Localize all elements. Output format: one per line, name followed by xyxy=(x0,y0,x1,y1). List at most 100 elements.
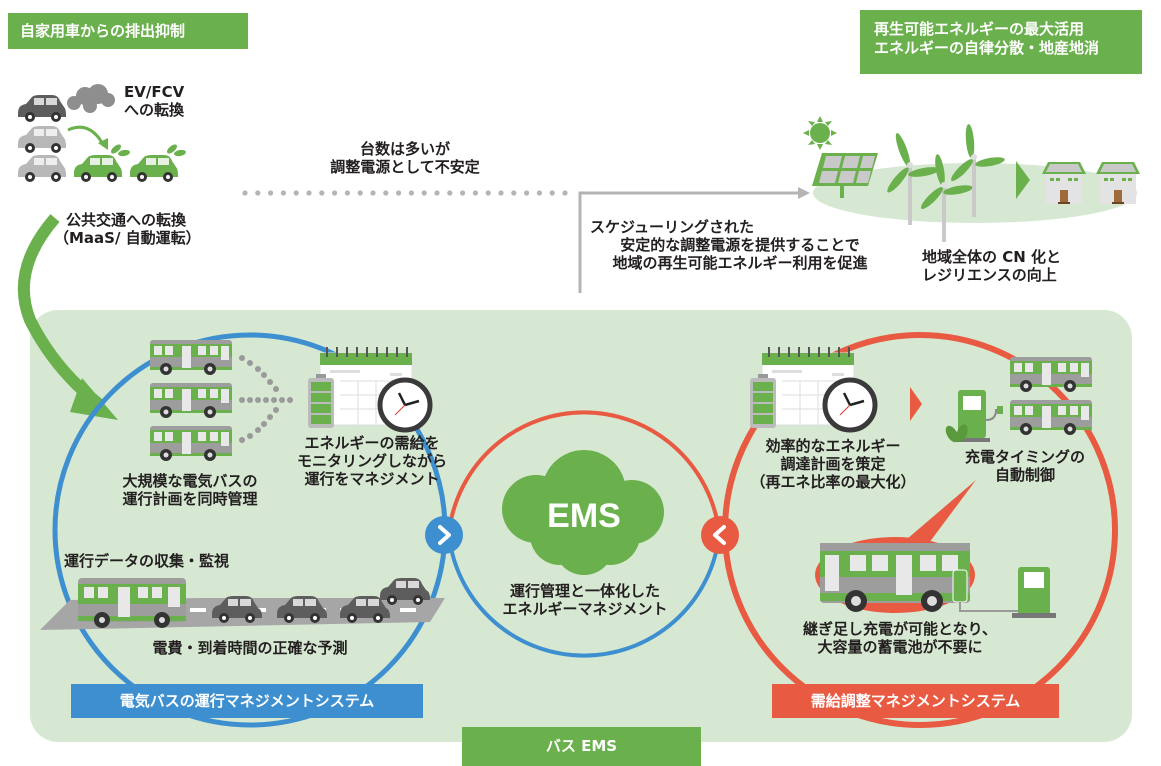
center-circle-top-arc xyxy=(449,410,719,521)
unstable-label: 台数は多いが 調整電源として不安定 xyxy=(300,140,510,176)
dot xyxy=(460,190,466,196)
dot xyxy=(268,190,274,196)
renewable-title: 再生可能エネルギーの最大活用 エネルギーの自律分散・地産地消 xyxy=(860,10,1142,74)
public-transport-arrow-icon xyxy=(17,214,104,410)
dotted-line xyxy=(242,190,568,196)
dot xyxy=(536,190,543,196)
bus-icon xyxy=(150,426,232,461)
road-dash xyxy=(400,608,416,612)
dot xyxy=(279,397,285,403)
scheduled-line1: スケジューリングされた xyxy=(590,218,754,236)
data-collection-label: 運行データの収集・監視 xyxy=(64,552,230,570)
dot xyxy=(247,397,253,403)
leaf-icon xyxy=(945,424,968,443)
dot xyxy=(293,190,299,196)
ev-label-line2: への転換 xyxy=(124,101,185,119)
car-gray-dark-icon xyxy=(18,95,66,122)
cn-line1: 地域全体の CN 化と xyxy=(922,248,1062,266)
dot xyxy=(332,190,338,196)
large-bus-icon xyxy=(820,543,970,612)
unstable-line2: 調整電源として不安定 xyxy=(330,158,480,176)
ems-description-label: 運行管理と一体化した エネルギーマネジメント xyxy=(470,582,700,618)
dot xyxy=(267,414,273,420)
small-bus-icon xyxy=(78,578,186,628)
dot xyxy=(472,190,478,196)
house-icon xyxy=(1042,162,1086,204)
chevron-left-icon xyxy=(701,516,739,554)
energy-monitor-line2: モニタリングしながら xyxy=(296,452,447,470)
dot xyxy=(562,190,568,196)
battery-line2: 大容量の蓄電池が不要に xyxy=(817,638,983,656)
private-car-title: 自家用車からの排出抑制 xyxy=(8,13,248,49)
dot xyxy=(319,190,325,196)
unstable-line1: 台数は多いが xyxy=(359,140,450,158)
dot xyxy=(524,190,530,196)
dot xyxy=(421,190,427,196)
dot xyxy=(396,190,402,196)
car-icon xyxy=(340,596,390,623)
dot xyxy=(255,427,261,433)
dot xyxy=(434,190,440,196)
public-transport-label: 公共交通への転換 （MaaS/ 自動運転） xyxy=(54,211,201,247)
procurement-plan-label: 効率的なエネルギー 調達計画を策定 （再エネ比率の最大化） xyxy=(738,437,928,491)
dot xyxy=(242,190,248,196)
speech-bubble-tail xyxy=(900,480,976,555)
charger-icon xyxy=(1012,567,1056,618)
clock-icon xyxy=(377,377,433,433)
car-icon xyxy=(277,596,327,623)
car-icon xyxy=(212,596,262,623)
scheduled-label: スケジューリングされた 安定的な調整電源を提供することで 地域の再生可能エネルギ… xyxy=(590,218,890,272)
dot xyxy=(344,190,350,196)
sun-icon xyxy=(803,116,837,150)
cn-resilience-label: 地域全体の CN 化と レジリエンスの向上 xyxy=(922,248,1061,284)
bus-icon xyxy=(1010,357,1092,392)
scheduled-line3: 地域の再生可能エネルギー利用を促進 xyxy=(612,254,868,272)
dot xyxy=(485,190,491,196)
road-dash xyxy=(190,608,206,612)
charge-timing-line1: 充電タイミングの xyxy=(964,448,1085,466)
battery-line1: 継ぎ足し充電が可能となり、 xyxy=(803,620,997,638)
dot xyxy=(255,397,261,403)
cn-line2: レジリエンスの向上 xyxy=(922,266,1057,284)
dot xyxy=(261,372,267,378)
supply-demand-system-label: 需給調整マネジメントシステム xyxy=(772,684,1059,718)
procurement-line1: 効率的なエネルギー xyxy=(765,437,901,455)
car-green-icon xyxy=(130,144,186,182)
bus-ems-footer-label: バス EMS xyxy=(462,727,701,766)
ems-cloud-icon xyxy=(502,450,664,575)
play-arrow-icon xyxy=(1016,161,1030,199)
dot xyxy=(511,190,517,196)
scheduled-line2: 安定的な調整電源を提供することで xyxy=(620,236,860,254)
public-transport-line2: （MaaS/ 自動運転） xyxy=(54,229,201,247)
center-circle-bottom-arc xyxy=(449,547,719,658)
dot xyxy=(255,366,261,372)
dot xyxy=(280,190,286,196)
charge-timing-line2: 自動制御 xyxy=(994,466,1055,484)
ems-desc-line1: 運行管理と一体化した xyxy=(509,582,660,600)
dot xyxy=(239,355,245,361)
dot xyxy=(447,190,453,196)
bus-icon xyxy=(150,340,232,375)
battery-icon xyxy=(308,374,334,428)
car-icon xyxy=(380,578,430,605)
bus-icon xyxy=(1010,400,1092,435)
charge-timing-label: 充電タイミングの 自動制御 xyxy=(950,448,1100,484)
dot xyxy=(498,190,504,196)
public-transport-line1: 公共交通への転換 xyxy=(66,211,187,229)
wind-turbine-icon xyxy=(951,124,1005,217)
dot xyxy=(549,190,555,196)
dot xyxy=(267,379,273,385)
dot xyxy=(370,190,376,196)
ems-desc-line2: エネルギーマネジメント xyxy=(502,600,668,618)
fleet-plan-line1: 大規模な電気バスの xyxy=(122,472,258,490)
prediction-label: 電費・到着時間の正確な予測 xyxy=(152,639,348,657)
dot xyxy=(261,421,267,427)
private-car-title-text: 自家用車からの排出抑制 xyxy=(20,22,186,40)
solar-panel-icon xyxy=(812,153,878,198)
house-icon xyxy=(1096,162,1140,204)
energy-monitor-line1: エネルギーの需給を xyxy=(304,434,440,452)
dot xyxy=(273,386,279,392)
dot xyxy=(271,397,277,403)
fleet-plan-line2: 運行計画を同時管理 xyxy=(122,490,258,508)
